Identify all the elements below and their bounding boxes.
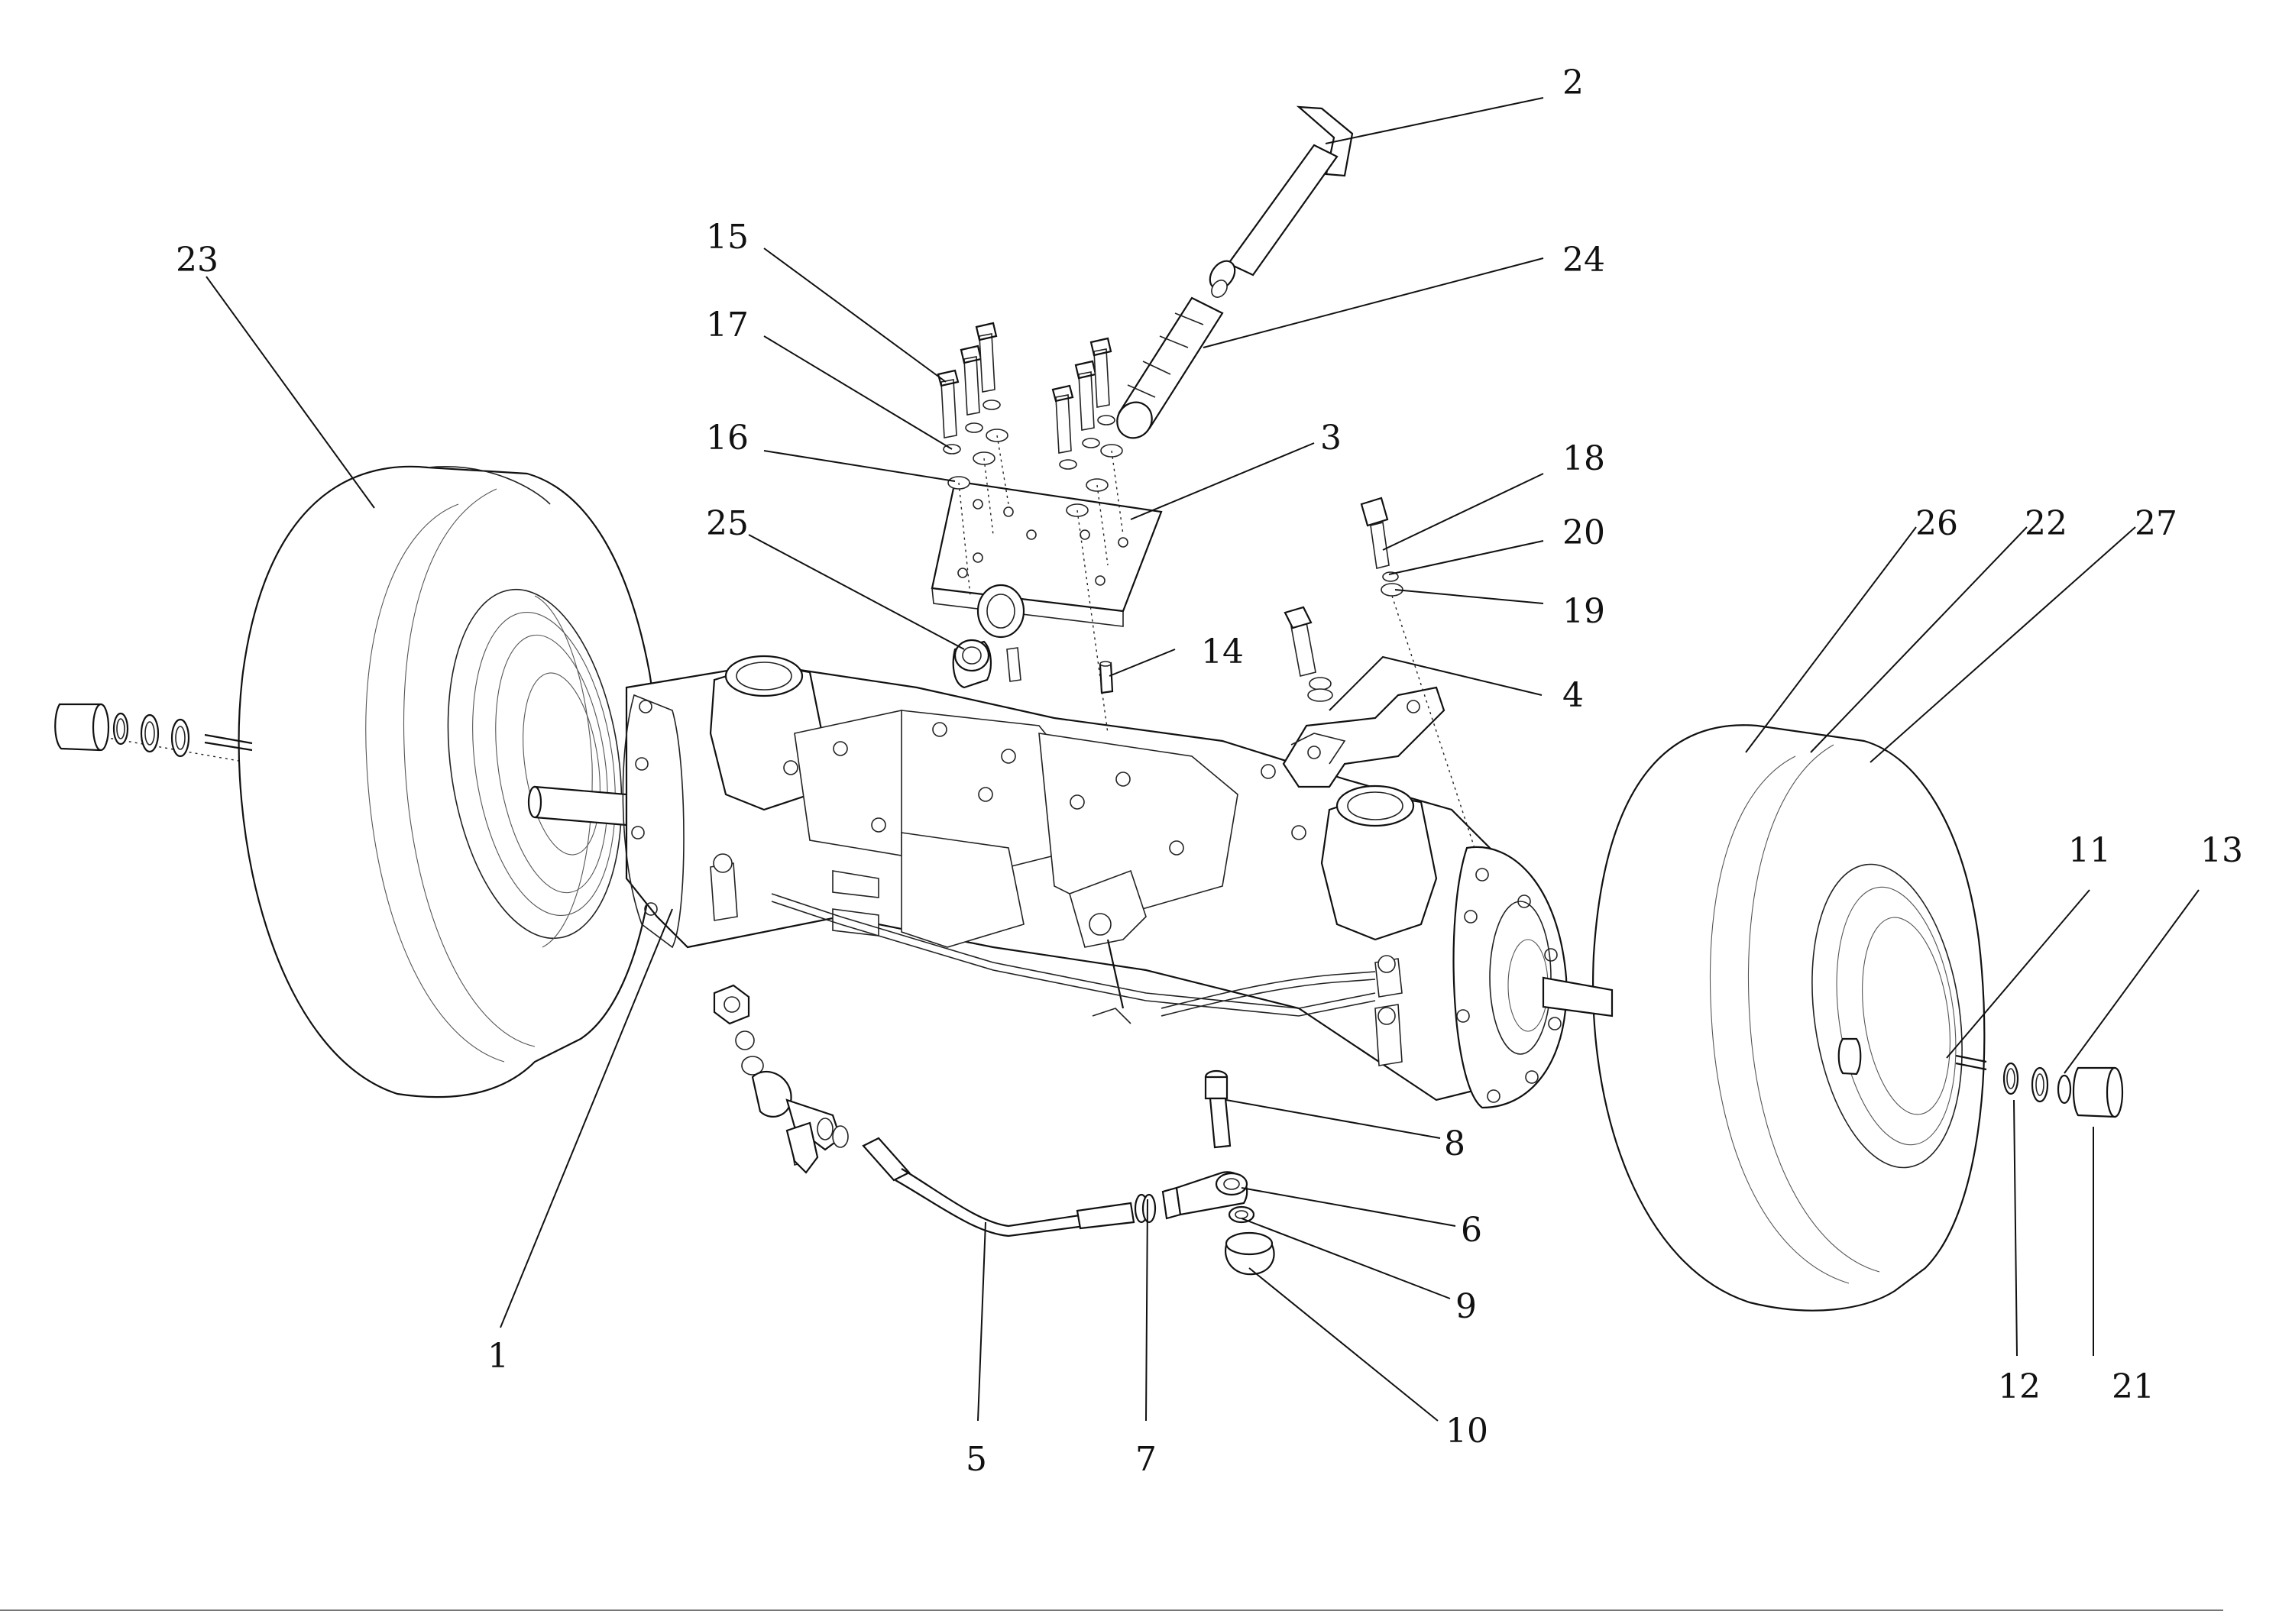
- right-axle-parts: [1955, 1054, 2124, 1118]
- callout-20: 20: [1562, 513, 1605, 552]
- callout-13: 13: [2200, 831, 2243, 870]
- bushing-25: [952, 639, 1021, 689]
- callout-7: 7: [1135, 1440, 1157, 1479]
- callout-2: 2: [1562, 63, 1584, 102]
- callout-15: 15: [706, 218, 749, 257]
- callout-labels: 1 2 3 4 5 6 7 8 9 10 11 12 13 14 15 16 1…: [176, 63, 2243, 1479]
- callout-23: 23: [176, 241, 219, 280]
- shaft-2: [1209, 105, 1354, 298]
- callout-17: 17: [706, 306, 749, 345]
- rod-end-6: [1161, 1171, 1248, 1220]
- callout-19: 19: [1562, 592, 1605, 631]
- bolts-15-group: [937, 322, 1124, 734]
- callout-5: 5: [966, 1440, 987, 1479]
- callout-14: 14: [1201, 632, 1244, 671]
- callout-16: 16: [706, 419, 749, 458]
- callout-4: 4: [1562, 676, 1584, 715]
- mounting-plate: [931, 480, 1163, 639]
- nut-10: [1224, 1231, 1275, 1276]
- washer-9: [1228, 1205, 1255, 1224]
- tie-rod-5: [862, 1137, 1135, 1237]
- callout-9: 9: [1455, 1287, 1477, 1326]
- bolt-8: [1204, 1069, 1232, 1149]
- tie-rod-parts-left: [713, 984, 849, 1174]
- pin-14: [1099, 661, 1114, 694]
- sleeve-24: [1116, 296, 1224, 439]
- bracket-4: [1282, 606, 1445, 788]
- callout-8: 8: [1444, 1124, 1465, 1163]
- callout-10: 10: [1445, 1412, 1488, 1451]
- right-wheel: [1592, 724, 1986, 1312]
- callout-1: 1: [487, 1337, 509, 1376]
- callout-25: 25: [706, 504, 749, 543]
- callout-27: 27: [2135, 504, 2177, 543]
- callout-18: 18: [1562, 439, 1605, 478]
- callout-6: 6: [1461, 1211, 1482, 1250]
- nut-7: [1134, 1193, 1157, 1224]
- callout-26: 26: [1915, 504, 1958, 543]
- left-wheel: [238, 465, 659, 1098]
- callout-11: 11: [2068, 831, 2111, 870]
- callout-21: 21: [2112, 1367, 2154, 1406]
- leader-lines: [206, 97, 2200, 1422]
- bolt-18: [1360, 497, 1475, 849]
- left-axle-parts: [54, 703, 253, 758]
- callout-24: 24: [1562, 241, 1605, 280]
- callout-22: 22: [2025, 504, 2067, 543]
- transaxle-assembly: [527, 655, 1614, 1109]
- callout-3: 3: [1320, 419, 1342, 458]
- callout-12: 12: [1998, 1367, 2041, 1406]
